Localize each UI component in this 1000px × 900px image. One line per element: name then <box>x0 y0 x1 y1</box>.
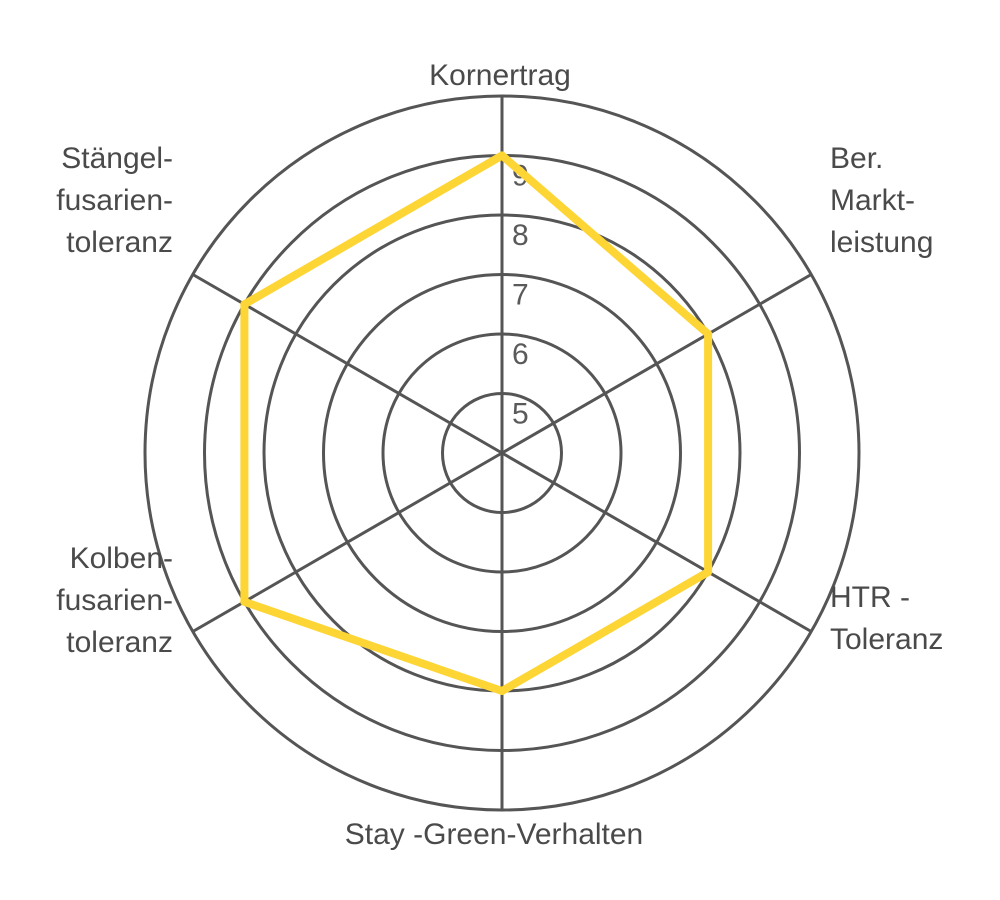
axis-label-line: toleranz <box>66 226 173 259</box>
axis-label-line: Stängel- <box>61 142 173 175</box>
axis-label-line: Kolben- <box>70 542 173 575</box>
axis-label-line: Ber. <box>830 142 883 175</box>
series-0-point-5 <box>240 300 249 309</box>
series-0-point-1 <box>704 330 713 338</box>
axis-label-line: fusarien- <box>56 584 173 617</box>
axis-label-line: Kornertrag <box>429 59 571 92</box>
axis-label-3: Stay -Green-Verhalten <box>345 818 644 851</box>
axis-label-line: toleranz <box>66 626 173 659</box>
series-0-point-2 <box>704 568 713 576</box>
axis-label-line: fusarien- <box>56 184 173 217</box>
axis-label-line: HTR - <box>830 581 910 614</box>
series-layer <box>240 151 713 695</box>
spoke-1 <box>501 273 812 455</box>
tick-label-6: 6 <box>512 338 529 371</box>
spoke-5 <box>192 273 503 455</box>
series-0-point-3 <box>498 687 506 695</box>
tick-label-7: 7 <box>512 279 529 312</box>
axis-spokes <box>192 96 812 810</box>
series-0-polygon <box>240 151 713 695</box>
axis-label-2: HTR - Toleranz <box>830 581 943 656</box>
series-0-point-4 <box>240 597 249 606</box>
tick-label-8: 8 <box>512 219 529 252</box>
axis-label-line: Stay -Green-Verhalten <box>345 818 644 851</box>
spoke-4 <box>192 451 503 633</box>
axis-label-1: Ber. Markt-leistung <box>830 142 933 259</box>
series-0-point-0 <box>498 151 506 160</box>
axis-label-line: Toleranz <box>830 623 943 656</box>
spoke-2 <box>501 451 812 633</box>
axis-label-4: Kolben-fusarien-toleranz <box>56 542 173 659</box>
axis-label-5: Stängel-fusarien-toleranz <box>56 142 173 259</box>
tick-label-5: 5 <box>512 398 529 431</box>
axis-label-0: Kornertrag <box>429 59 571 92</box>
axis-label-line: Markt- <box>830 184 915 217</box>
axis-label-line: leistung <box>830 226 933 259</box>
